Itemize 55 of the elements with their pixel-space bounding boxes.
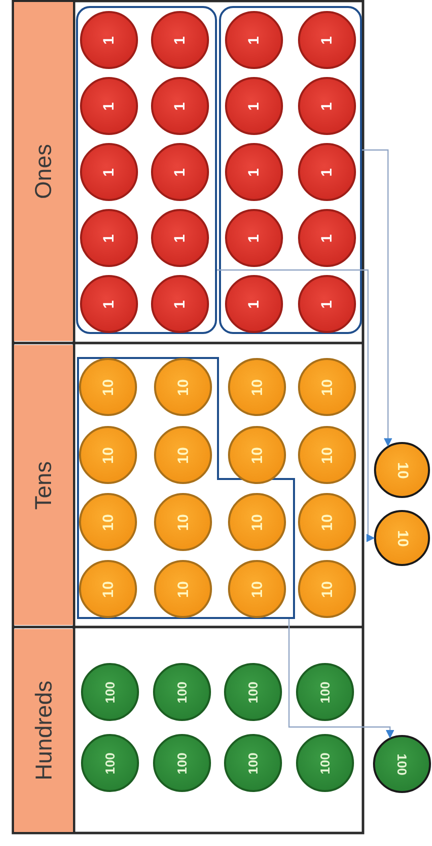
counter-disc: 1 (80, 77, 138, 135)
counter-disc: 100 (224, 663, 282, 721)
counter-disc: 10 (374, 442, 430, 498)
counter-disc: 10 (298, 493, 356, 551)
grouping-outline (219, 6, 362, 334)
counter-disc: 1 (225, 143, 283, 201)
counter-disc: 10 (79, 493, 137, 551)
counter-disc: 10 (79, 560, 137, 618)
counter-disc: 10 (298, 426, 356, 484)
counter-disc: 1 (80, 11, 138, 69)
counter-disc: 1 (151, 143, 209, 201)
arrow (288, 619, 394, 738)
counter-disc: 100 (81, 734, 139, 792)
counter-disc: 1 (80, 275, 138, 333)
counter-disc: 1 (151, 11, 209, 69)
arrow (362, 149, 392, 447)
counter-disc: 1 (298, 275, 356, 333)
counter-disc: 10 (154, 560, 212, 618)
counter-disc: 100 (296, 663, 354, 721)
counter-disc: 10 (228, 493, 286, 551)
counter-disc: 10 (228, 358, 286, 416)
grouping-outline (76, 6, 217, 334)
header-band: Hundreds (14, 629, 73, 832)
arrow (217, 269, 375, 542)
counter-disc: 100 (224, 734, 282, 792)
counter-disc: 1 (80, 143, 138, 201)
counter-disc: 1 (225, 77, 283, 135)
counter-disc: 100 (296, 734, 354, 792)
counter-disc: 10 (154, 493, 212, 551)
counter-disc: 10 (298, 560, 356, 618)
counter-disc: 1 (298, 209, 356, 267)
counter-disc: 1 (151, 209, 209, 267)
counter-disc: 100 (373, 735, 431, 793)
counter-disc: 10 (154, 358, 212, 416)
counter-disc: 1 (298, 77, 356, 135)
counter-disc: 10 (228, 560, 286, 618)
header-band: Ones (14, 2, 73, 341)
counter-disc: 10 (79, 426, 137, 484)
counter-disc: 1 (151, 275, 209, 333)
counter-disc: 100 (153, 663, 211, 721)
counter-disc: 1 (225, 11, 283, 69)
counter-disc: 10 (228, 426, 286, 484)
counter-disc: 1 (298, 143, 356, 201)
counter-disc: 1 (225, 209, 283, 267)
counter-disc: 100 (153, 734, 211, 792)
counter-disc: 10 (374, 510, 430, 566)
header-band: Tens (14, 345, 73, 625)
counter-disc: 1 (225, 275, 283, 333)
counter-disc: 10 (79, 358, 137, 416)
counter-disc: 1 (298, 11, 356, 69)
counter-disc: 10 (154, 426, 212, 484)
counter-disc: 1 (151, 77, 209, 135)
counter-disc: 10 (298, 358, 356, 416)
counter-disc: 1 (80, 209, 138, 267)
counter-disc: 100 (81, 663, 139, 721)
